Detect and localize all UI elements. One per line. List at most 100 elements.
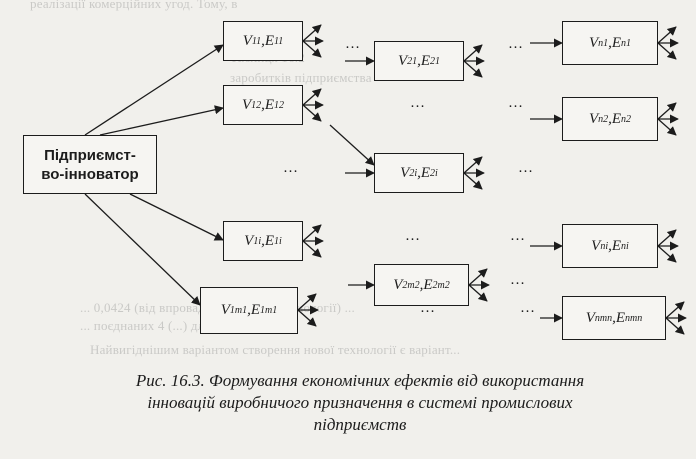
effect-v: V xyxy=(220,302,230,318)
ellipsis-row2-a: … xyxy=(410,95,426,111)
effect-v: V xyxy=(242,32,252,49)
effect-e-subscript: 12 xyxy=(274,99,285,111)
fan-v1m1-down xyxy=(297,309,317,327)
ellipsis-row1-a: … xyxy=(345,36,361,52)
innovator-label-line2: во-інноватор xyxy=(41,165,139,183)
innovator-enterprise-box: Підприємст- во-інноватор xyxy=(23,135,157,194)
arrow-main-to-v11 xyxy=(84,44,224,136)
effect-separator: , xyxy=(247,302,251,318)
fan-v2i-down xyxy=(463,172,483,190)
arrow-main-to-v12 xyxy=(99,105,224,136)
effect-e: E xyxy=(615,309,626,326)
effect-separator: , xyxy=(417,52,421,69)
effect-v-subscript: 2m2 xyxy=(402,279,420,291)
effect-v: V xyxy=(244,232,254,249)
effect-v-subscript: 21 xyxy=(407,55,418,67)
caption-line2: інновацій виробничого призначення в сист… xyxy=(147,393,573,412)
effect-v: V xyxy=(241,96,252,113)
caption-line3: підприємств xyxy=(313,415,407,434)
bleed-text-b3: Найвигіднішим варіантом створення нової … xyxy=(90,342,461,357)
ellipsis-row5: … xyxy=(510,272,526,288)
effect-e: E xyxy=(264,32,275,49)
effect-v: V xyxy=(585,309,595,326)
effect-separator: , xyxy=(261,232,265,249)
effect-e-subscript: 1m1 xyxy=(260,305,278,316)
ellipsis-row6-b: … xyxy=(520,300,536,316)
effect-e: E xyxy=(420,164,431,181)
fan-vnmn-down xyxy=(665,317,685,335)
effect-e-subscript: 11 xyxy=(274,35,284,47)
effect-separator: , xyxy=(612,309,616,326)
fan-vn2-up xyxy=(657,102,677,120)
effect-v-subscript: 1m1 xyxy=(229,305,248,316)
fan-v2i-up xyxy=(463,156,483,174)
effect-e-subscript: 1i xyxy=(274,235,282,247)
fan-vni-down xyxy=(657,245,677,263)
caption-line1: Рис. 16.3. Формування економічних ефекті… xyxy=(135,371,585,390)
fan-v1m1-up xyxy=(297,293,317,311)
ellipsis-row6-a: … xyxy=(420,300,436,316)
effect-v-subscript: 1i xyxy=(253,235,262,247)
figure-caption: Рис. 16.3. Формування економічних ефекті… xyxy=(40,370,680,436)
effect-separator: , xyxy=(608,237,612,254)
effect-e-subscript: n2 xyxy=(621,113,632,125)
bleed-text-top: реалізації комерційних угод. Тому, в xyxy=(30,0,238,11)
effect-e-subscript: 21 xyxy=(430,55,441,67)
effect-e-subscript: nmn xyxy=(625,312,643,324)
effect-v-subscript: 11 xyxy=(251,35,262,47)
ellipsis-row3-b: … xyxy=(518,160,534,176)
fan-vn1-up xyxy=(657,26,677,44)
effect-separator: , xyxy=(261,32,265,49)
bleed-text-mid2: заробитків підприємства xyxy=(230,70,372,85)
effect-e: E xyxy=(250,302,261,318)
fan-vni-up xyxy=(657,229,677,247)
effect-v-subscript: 2i xyxy=(409,167,418,179)
fan-vnmn-up xyxy=(665,301,685,319)
effect-separator: , xyxy=(417,164,421,181)
ellipsis-row4-a: … xyxy=(405,228,421,244)
fan-v11-up xyxy=(302,24,322,42)
effect-separator: , xyxy=(419,276,424,293)
effect-separator: , xyxy=(261,96,265,113)
fan-vn1-down xyxy=(657,42,677,60)
effect-e: E xyxy=(611,237,622,254)
fan-v12-up xyxy=(302,88,322,106)
fan-v11-down xyxy=(302,40,322,58)
effect-v-subscript: 12 xyxy=(251,99,262,111)
fan-v21-down xyxy=(463,60,483,78)
effect-e: E xyxy=(423,276,433,293)
effect-v: V xyxy=(588,110,599,127)
arrow-main-to-v1i xyxy=(129,193,224,241)
effect-separator: , xyxy=(608,34,612,51)
effect-e-subscript: n1 xyxy=(621,37,632,49)
effect-e: E xyxy=(611,110,622,127)
fan-v21-up xyxy=(463,44,483,62)
fan-vn2-down xyxy=(657,118,677,136)
fan-v1i-down xyxy=(302,240,322,258)
effect-v: V xyxy=(400,164,410,181)
effect-v-subscript: n2 xyxy=(598,113,609,125)
effect-v: V xyxy=(588,34,599,51)
effect-v-subscript: ni xyxy=(600,240,609,252)
effect-e: E xyxy=(264,232,275,249)
effect-e-subscript: 2m2 xyxy=(432,279,450,291)
effect-separator: , xyxy=(608,110,612,127)
fan-v1i-up xyxy=(302,224,322,242)
effect-e: E xyxy=(264,96,275,113)
effect-v-subscript: nmn xyxy=(594,312,613,324)
effect-e: E xyxy=(420,52,431,69)
effect-e-subscript: ni xyxy=(621,240,629,252)
arrow-main-to-v1m1 xyxy=(84,193,201,306)
